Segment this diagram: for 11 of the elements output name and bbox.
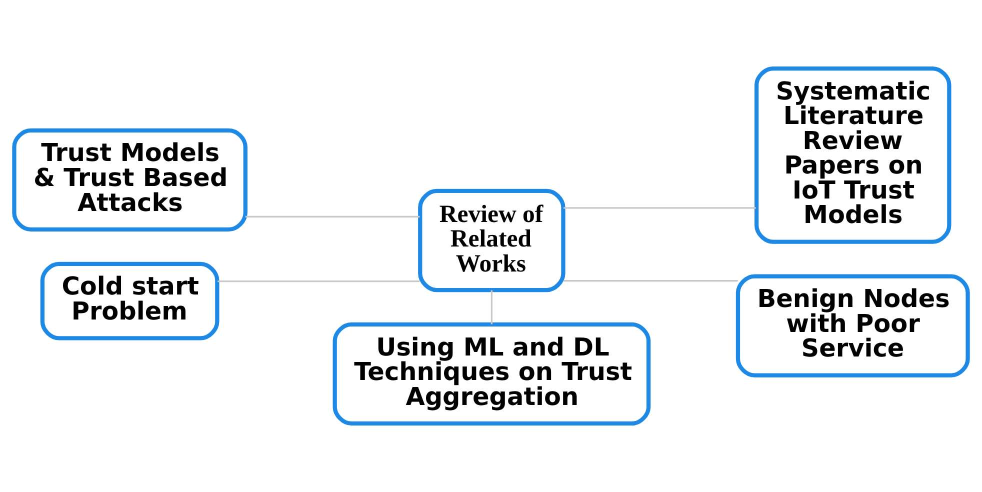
node-box: Trust Models & Trust Based Attacks — [12, 128, 248, 232]
connector — [490, 290, 493, 324]
node-box: Cold start Problem — [40, 262, 220, 340]
connector — [563, 280, 738, 282]
node-box: Benign Nodes with Poor Service — [736, 274, 970, 378]
connector — [245, 216, 420, 218]
node-box: Review of Related Works — [418, 188, 566, 292]
connector — [218, 280, 420, 282]
node-box: Systematic Literature Review Papers on IoT Trust Models — [754, 66, 952, 244]
node-box: Using ML and DL Techniques on Trust Aggregation — [332, 322, 651, 426]
connector — [563, 207, 756, 209]
